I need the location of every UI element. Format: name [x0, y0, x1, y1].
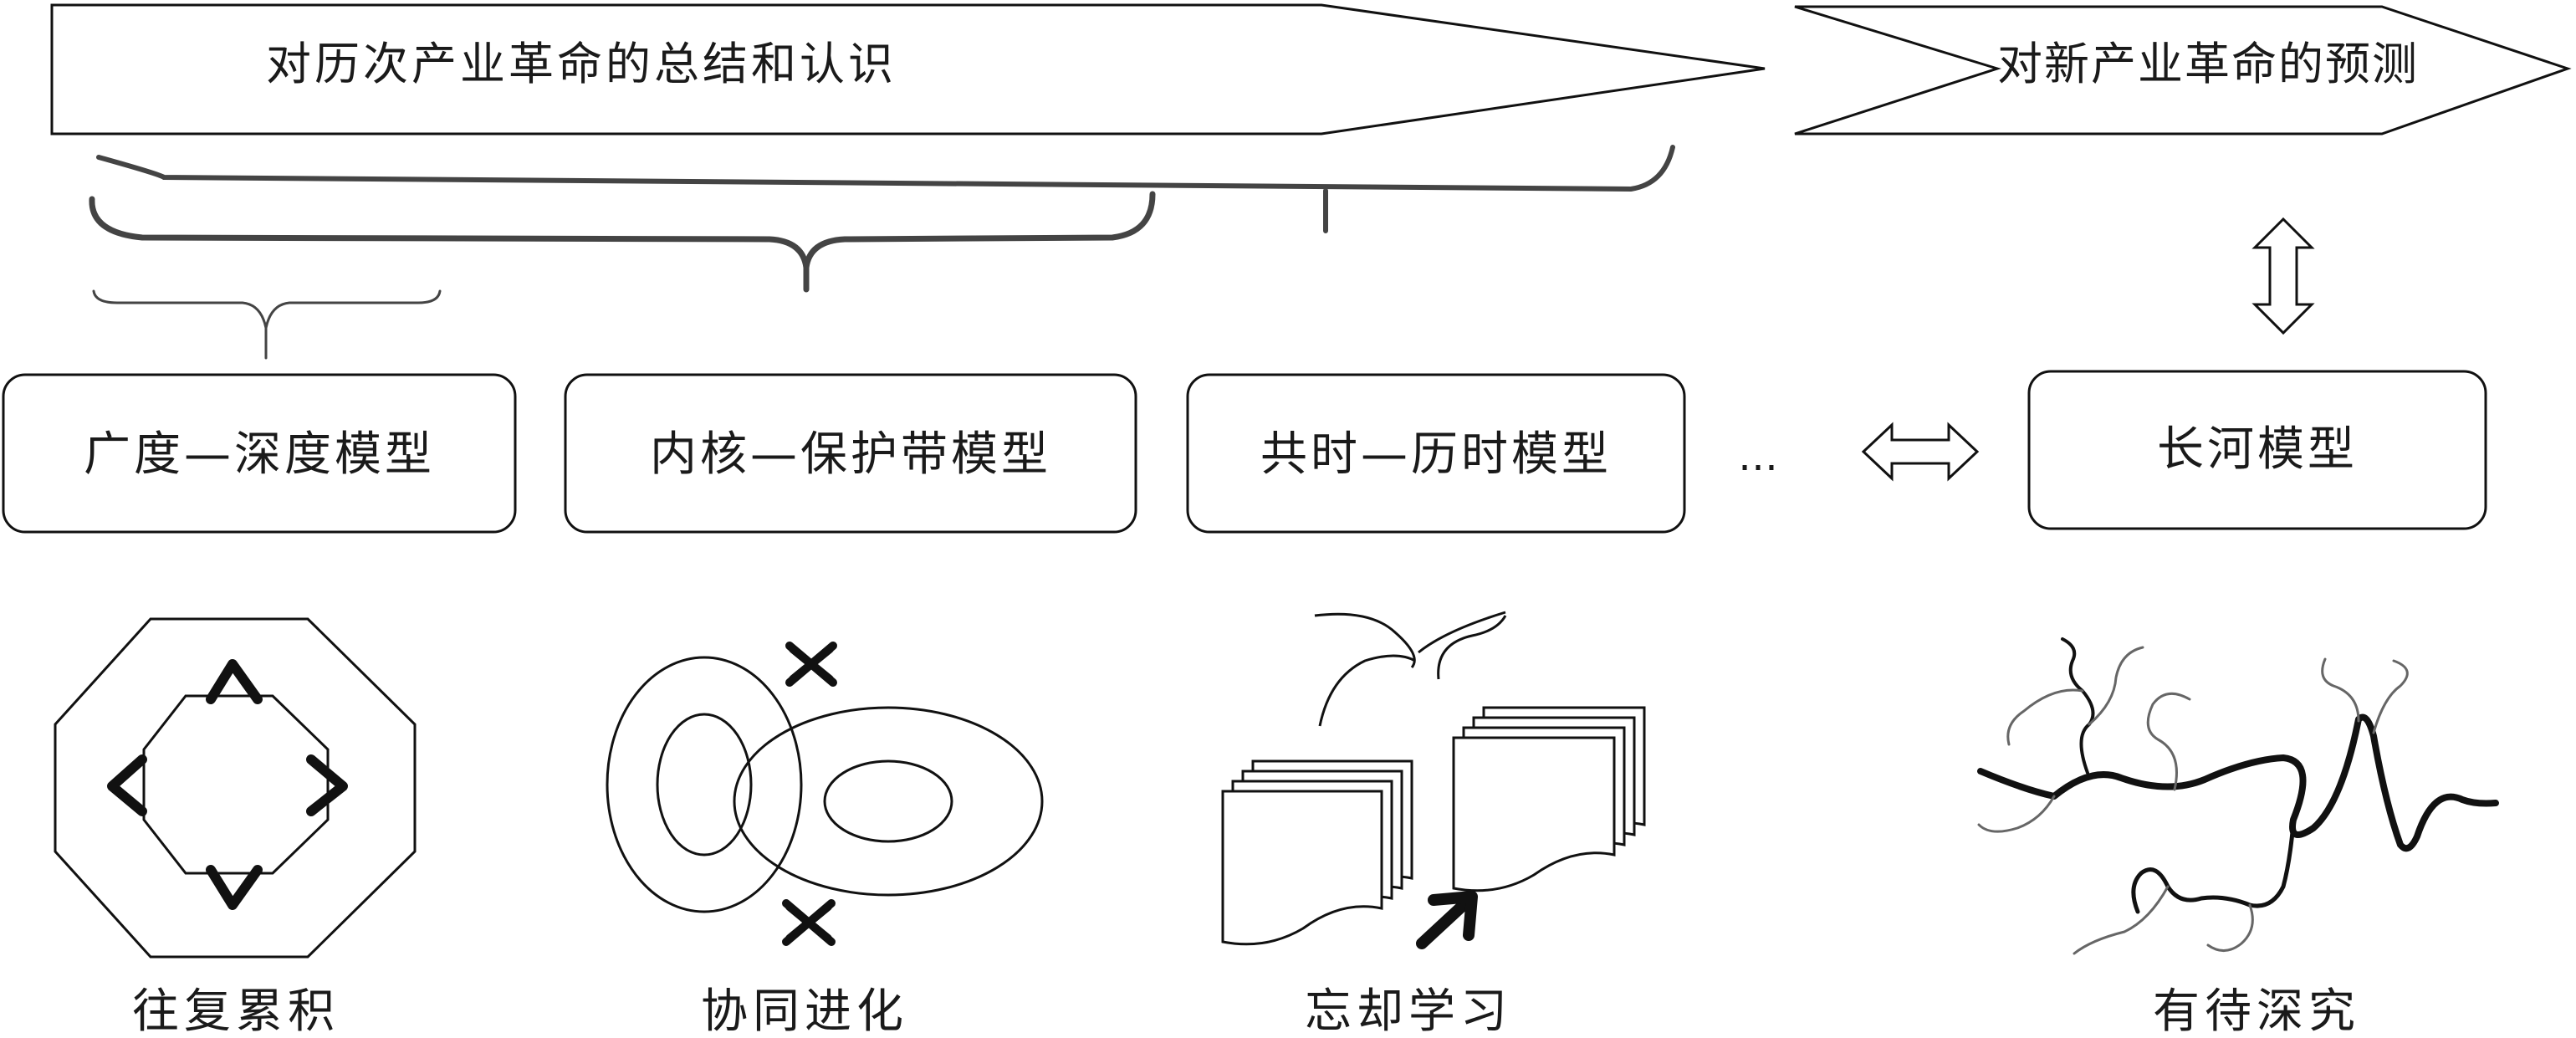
banner-left: 对历次产业革命的总结和认识	[50, 3, 1766, 136]
model-box-frame	[1186, 373, 1686, 534]
horizontal-double-arrow-icon	[1861, 422, 1980, 482]
brace-small	[92, 289, 442, 360]
river-icon	[1977, 637, 2499, 955]
model-box-long-river: 长河模型	[2027, 370, 2487, 530]
model-box-frame	[2027, 370, 2487, 530]
banner-left-arrow-shape	[50, 3, 1766, 136]
brace-top-wide	[96, 145, 1675, 233]
model-box-breadth-depth: 广度—深度模型	[2, 373, 517, 534]
illustration-caption: 协同进化	[701, 984, 908, 1038]
illustration-caption: 有待深究	[2153, 984, 2360, 1038]
banner-left-label: 对历次产业革命的总结和认识	[266, 38, 897, 90]
model-label: 广度—深度模型	[84, 427, 435, 482]
model-box-frame	[2, 373, 517, 534]
brace-middle	[89, 191, 1156, 293]
octagon-cycle-icon	[54, 617, 417, 959]
model-box-synchronic-diachronic: 共时—历时模型	[1186, 373, 1686, 534]
overlapping-ellipses-icon	[606, 642, 1044, 946]
braces	[89, 145, 1675, 360]
illustration-caption: 忘却学习	[1305, 984, 1512, 1038]
vertical-double-arrow-icon	[2251, 217, 2315, 335]
model-label: 长河模型	[2157, 422, 2358, 477]
paper-stacks-icon	[1221, 611, 1646, 949]
model-label: 内核—保护带模型	[650, 427, 1051, 482]
banner-right-chevron-shape	[1794, 5, 2572, 136]
more-models-ellipsis: …	[1738, 433, 1778, 480]
model-label: 共时—历时模型	[1260, 427, 1612, 482]
banner-right: 对新产业革命的预测	[1794, 5, 2572, 136]
model-box-frame	[564, 373, 1137, 534]
banner-right-label: 对新产业革命的预测	[1997, 38, 2419, 90]
model-box-core-protective-belt: 内核—保护带模型	[564, 373, 1137, 534]
illustration-caption: 往复累积	[132, 984, 340, 1038]
